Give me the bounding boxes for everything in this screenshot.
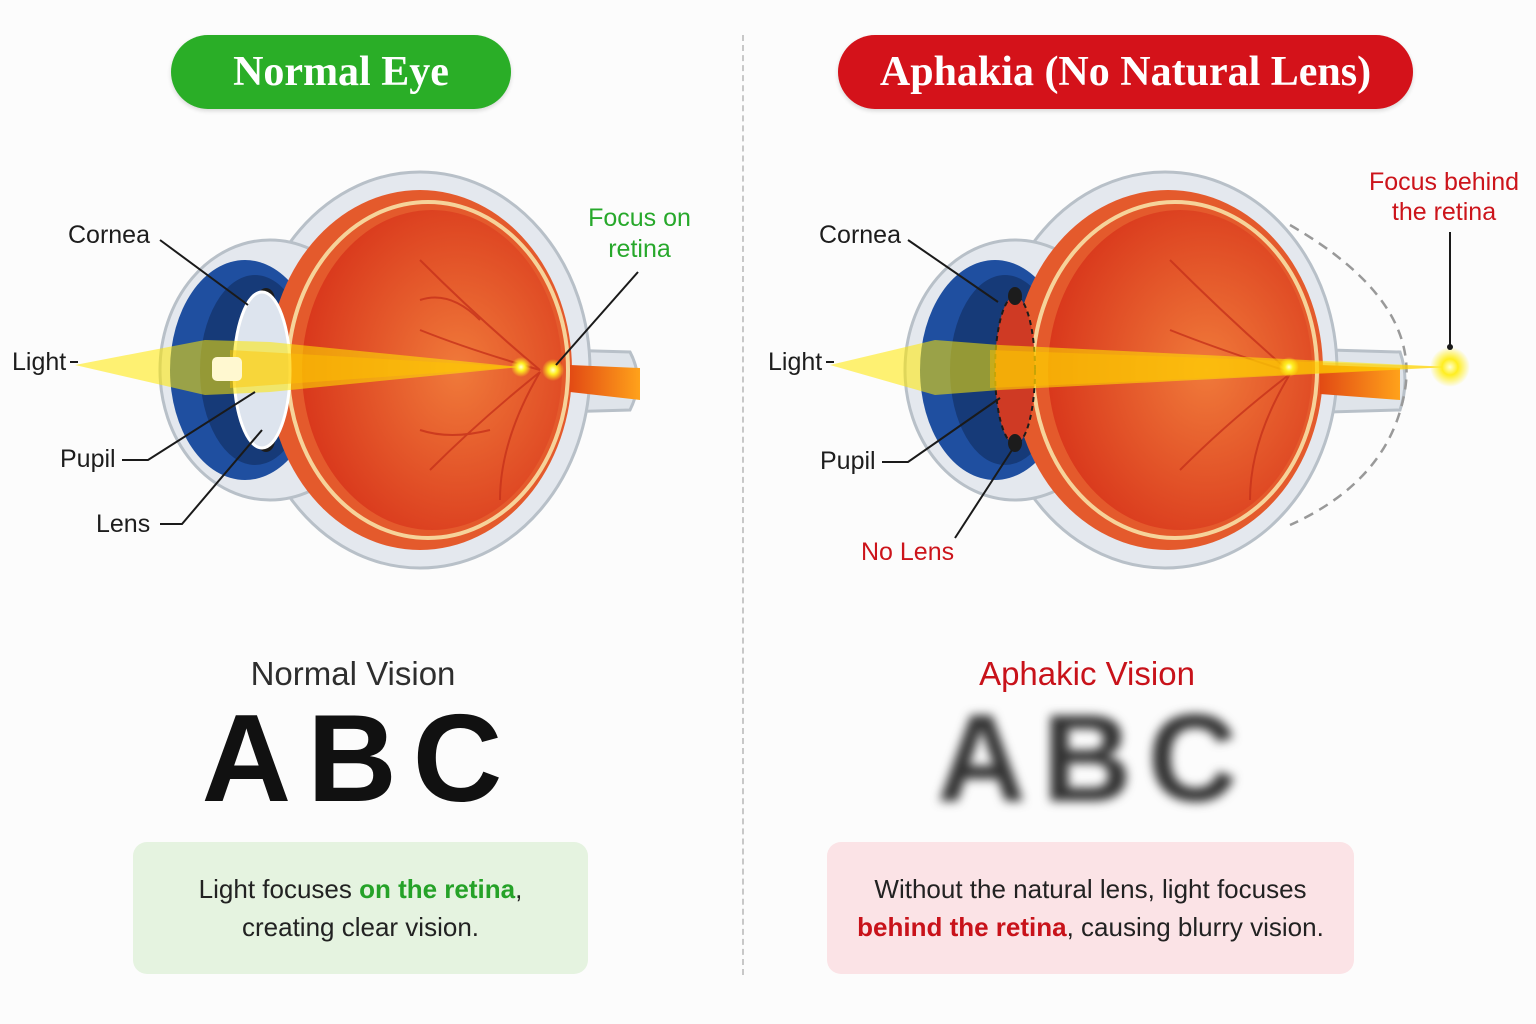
label-light: Light [12,348,67,376]
aphakia-title: Aphakia (No Natural Lens) [838,35,1413,109]
desc-text: Without the natural lens, light focuses [874,874,1307,904]
desc-text: , causing blurry vision. [1066,912,1324,942]
desc-highlight: on the retina [359,874,516,904]
aphakic-description: Without the natural lens, light focuses … [857,870,1324,946]
normal-description-box: Light focuses on the retina, creating cl… [133,842,588,974]
desc-highlight: behind the retina [857,912,1067,942]
normal-vision-title: Normal Vision [250,655,456,692]
blurry-letters: ABC [936,690,1254,828]
desc-text: Light focuses [198,874,360,904]
normal-eye-diagram [70,170,640,570]
focus-behind-line1: Focus behind [1368,168,1520,196]
aphakic-eye-diagram [826,170,1470,570]
normal-eye-title: Normal Eye [171,35,511,109]
desc-text: creating clear vision. [242,912,479,942]
panel-divider [742,35,744,975]
label-focus-on-retina: Focus on retina [582,203,697,265]
label-focus-behind-retina: Focus behind the retina [1365,167,1523,227]
label-no-lens: No Lens [861,538,955,566]
label-pupil-aphakia: Pupil [820,447,876,475]
label-lens: Lens [96,510,151,538]
label-pupil: Pupil [60,445,116,473]
label-cornea-aphakia: Cornea [819,221,901,249]
focus-behind-line2: the retina [1391,198,1497,226]
aphakic-description-box: Without the natural lens, light focuses … [827,842,1354,974]
normal-description: Light focuses on the retina, creating cl… [199,870,523,946]
label-cornea: Cornea [68,221,150,249]
aphakic-vision-title: Aphakic Vision [979,655,1195,692]
desc-text: , [515,874,523,904]
focus-line2: retina [608,235,671,263]
focus-line1: Focus on [588,204,691,232]
clear-letters: ABC [201,690,519,828]
label-light-aphakia: Light [768,348,823,376]
